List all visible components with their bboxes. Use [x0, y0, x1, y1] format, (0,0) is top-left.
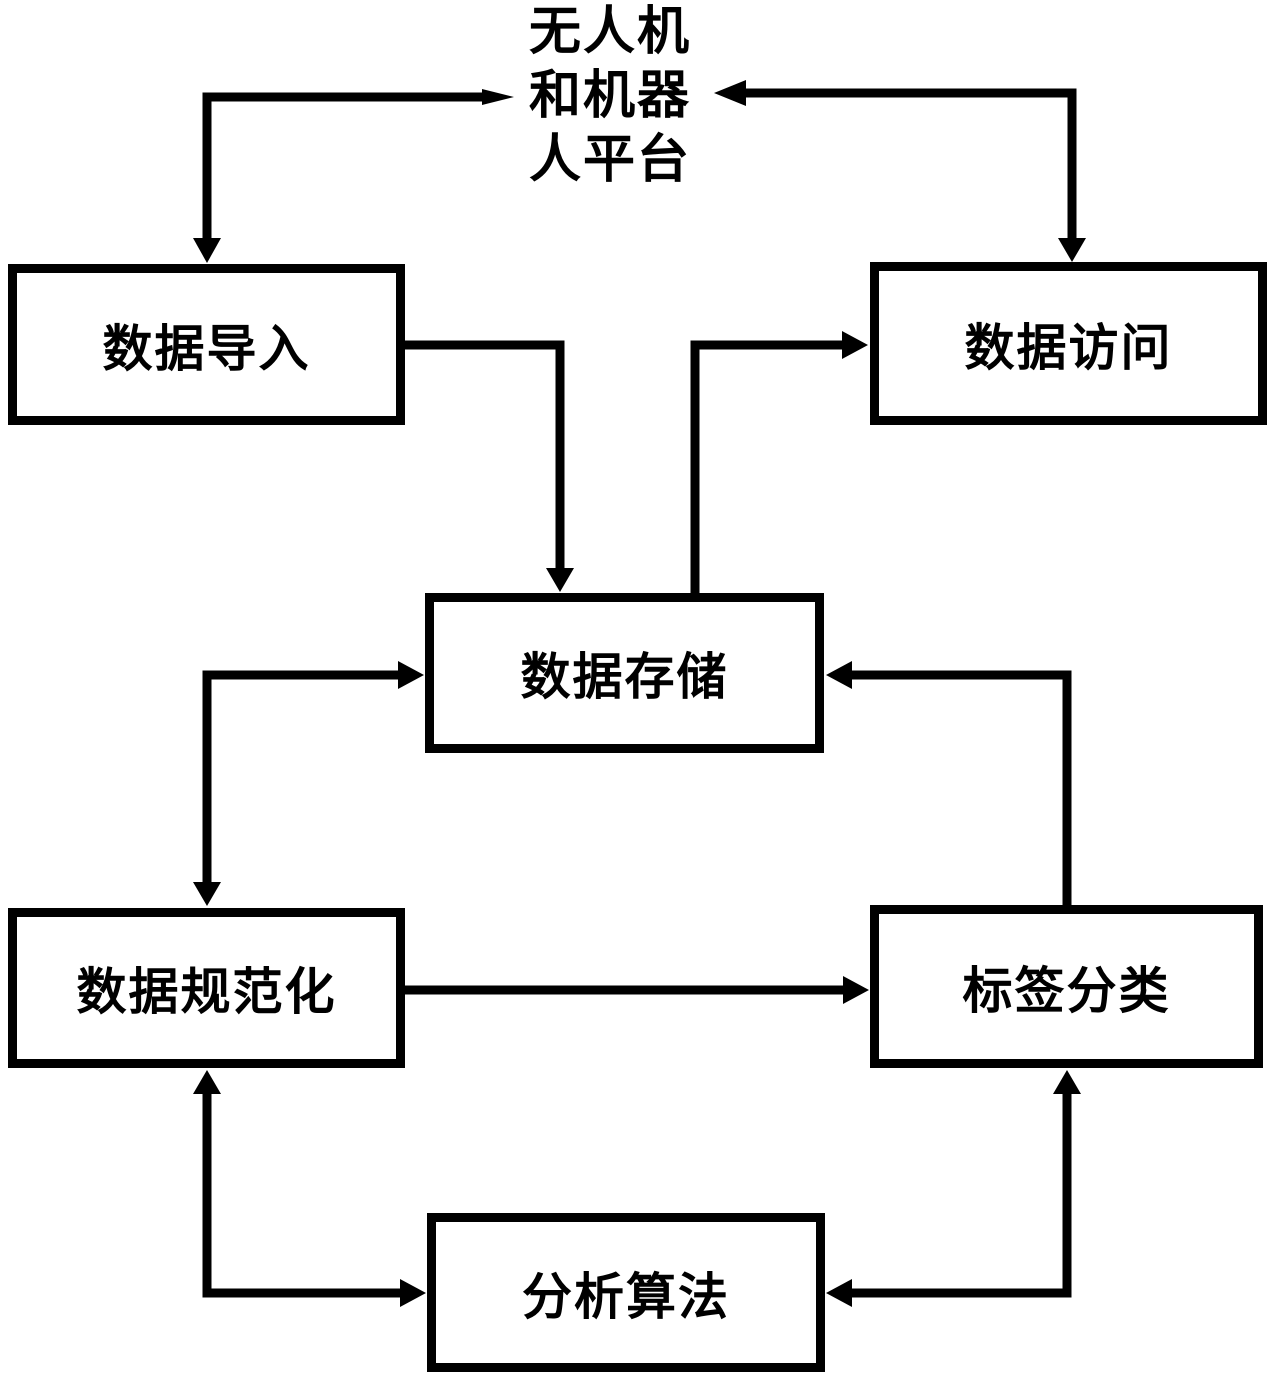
arrowhead-down	[1058, 238, 1086, 262]
node-platform: 无人机 和机器 人平台	[490, 0, 730, 192]
edge-data-import-data-storage	[405, 340, 574, 592]
arrowhead-up	[1053, 1070, 1081, 1094]
node-analysis-algorithm-label: 分析算法	[522, 1267, 730, 1326]
platform-label-line1: 无人机	[528, 2, 691, 62]
node-data-normalization-label: 数据规范化	[76, 963, 337, 1021]
edge-data-normalization-analysis-algorithm	[193, 1070, 426, 1307]
arrowhead-right	[843, 976, 869, 1004]
arrowhead-down	[193, 238, 221, 263]
edge-label-classification-analysis-algorithm	[826, 1070, 1081, 1307]
node-data-import-label: 数据导入	[102, 319, 311, 378]
arrowhead-left	[826, 1279, 852, 1307]
arrowhead-left	[826, 661, 852, 689]
edge-label-classification-data-storage	[826, 661, 1072, 905]
edge-data-storage-data-access	[690, 331, 868, 593]
node-label-classification: 标签分类	[870, 905, 1263, 1068]
arrowhead-right-small	[482, 89, 514, 105]
node-data-access-label: 数据访问	[964, 318, 1173, 377]
arrowhead-down	[193, 882, 221, 906]
node-data-normalization: 数据规范化	[8, 908, 405, 1068]
arrowhead-right	[398, 661, 424, 689]
node-data-access: 数据访问	[870, 262, 1267, 425]
node-data-storage: 数据存储	[425, 593, 824, 753]
node-label-classification-label: 标签分类	[962, 961, 1171, 1020]
edge-data-normalization-label-classification	[405, 976, 869, 1004]
edge-data-access-platform	[714, 80, 1086, 262]
arrowhead-right	[400, 1279, 426, 1307]
arrowhead-down	[546, 568, 574, 592]
node-data-import: 数据导入	[8, 264, 405, 425]
arrowhead-up	[193, 1070, 221, 1094]
edge-platform-data-import	[193, 89, 514, 263]
node-analysis-algorithm: 分析算法	[427, 1213, 825, 1372]
edge-data-storage-data-normalization	[193, 661, 424, 906]
arrowhead-left	[714, 80, 746, 106]
arrowhead-right	[842, 331, 868, 359]
platform-label-line2: 和机器	[528, 66, 691, 126]
node-data-storage-label: 数据存储	[520, 648, 729, 706]
platform-label-line3: 人平台	[528, 130, 691, 190]
